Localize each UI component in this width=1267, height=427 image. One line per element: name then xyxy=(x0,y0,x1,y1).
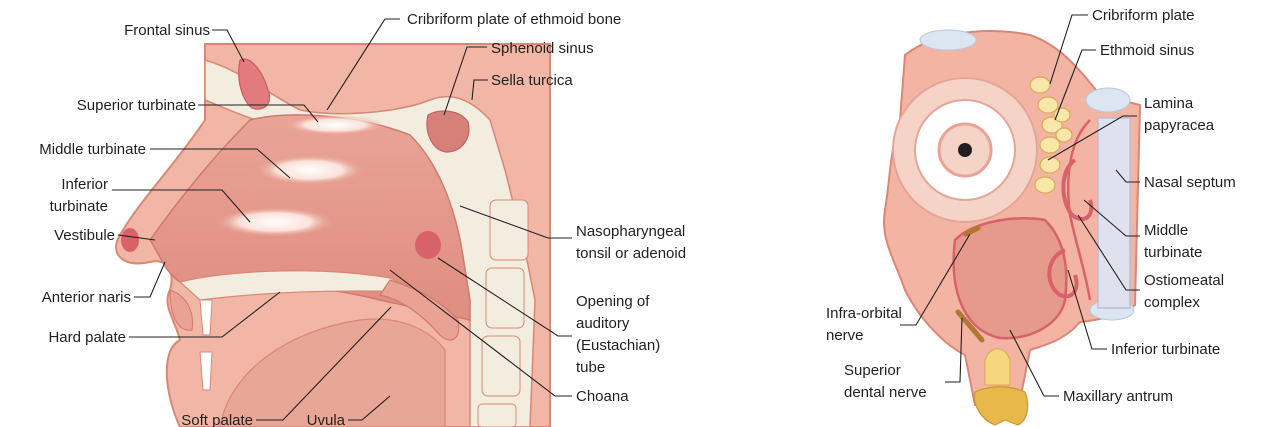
label-frontal-sinus: Frontal sinus xyxy=(124,22,210,39)
label-ostiomeatal-line1: Ostiomeatal xyxy=(1144,272,1224,289)
label-choana: Choana xyxy=(576,388,629,405)
label-auditory-line4: tube xyxy=(576,359,605,376)
label-hard-palate: Hard palate xyxy=(48,329,126,346)
label-soft-palate: Soft palate xyxy=(181,412,253,427)
label-sphenoid-sinus: Sphenoid sinus xyxy=(491,40,594,57)
label-auditory-line3: (Eustachian) xyxy=(576,337,660,354)
label-nasopharyngeal-line2: tonsil or adenoid xyxy=(576,245,686,262)
label-uvula: Uvula xyxy=(307,412,346,427)
label-ostiomeatal-line2: complex xyxy=(1144,294,1200,311)
superior-turbinate-shape xyxy=(285,115,385,135)
label-superior-turbinate: Superior turbinate xyxy=(77,97,196,114)
nasal-septum-shape xyxy=(1098,118,1130,308)
label-nasal-septum: Nasal septum xyxy=(1144,174,1236,191)
cribriform-cap-right xyxy=(1086,88,1130,112)
label-auditory-line1: Opening of xyxy=(576,293,650,310)
label-nasopharyngeal-line1: Nasopharyngeal xyxy=(576,223,685,240)
coronal-section-illustration xyxy=(884,30,1140,425)
label-infraorbital-line2: nerve xyxy=(826,327,864,344)
label-auditory-line2: auditory xyxy=(576,315,630,332)
label-sella-turcica: Sella turcica xyxy=(491,72,573,89)
label-infraorbital-line1: Infra-orbital xyxy=(826,305,902,322)
eyeball-pupil xyxy=(958,143,972,157)
nostril-shape xyxy=(121,228,139,252)
inferior-turbinate-shape xyxy=(215,207,335,237)
label-superior-dental-line1: Superior xyxy=(844,362,901,379)
cribriform-cap-left xyxy=(920,30,976,50)
label-middle-turbinate-line1: Middle xyxy=(1144,222,1188,239)
tooth-root-outline xyxy=(985,349,1010,385)
label-superior-dental-line2: dental nerve xyxy=(844,384,927,401)
label-cribriform-plate-ethmoid: Cribriform plate of ethmoid bone xyxy=(407,11,621,28)
auditory-tube-opening xyxy=(415,231,441,259)
label-middle-turbinate-line2: turbinate xyxy=(1144,244,1202,261)
label-inferior-turbinate-line2: turbinate xyxy=(50,198,108,215)
label-inferior-turbinate-line1: Inferior xyxy=(61,176,108,193)
label-ethmoid-sinus: Ethmoid sinus xyxy=(1100,42,1194,59)
label-middle-turbinate: Middle turbinate xyxy=(39,141,146,158)
label-lamina-line2: papyracea xyxy=(1144,117,1215,134)
label-anterior-naris: Anterior naris xyxy=(42,289,131,306)
label-cribriform-plate: Cribriform plate xyxy=(1092,7,1195,24)
label-maxillary-antrum: Maxillary antrum xyxy=(1063,388,1173,405)
middle-turbinate-shape xyxy=(255,155,365,185)
label-inferior-turbinate: Inferior turbinate xyxy=(1111,341,1220,358)
label-vestibule: Vestibule xyxy=(54,227,115,244)
label-lamina-line1: Lamina xyxy=(1144,95,1194,112)
molar-tooth xyxy=(974,387,1027,425)
